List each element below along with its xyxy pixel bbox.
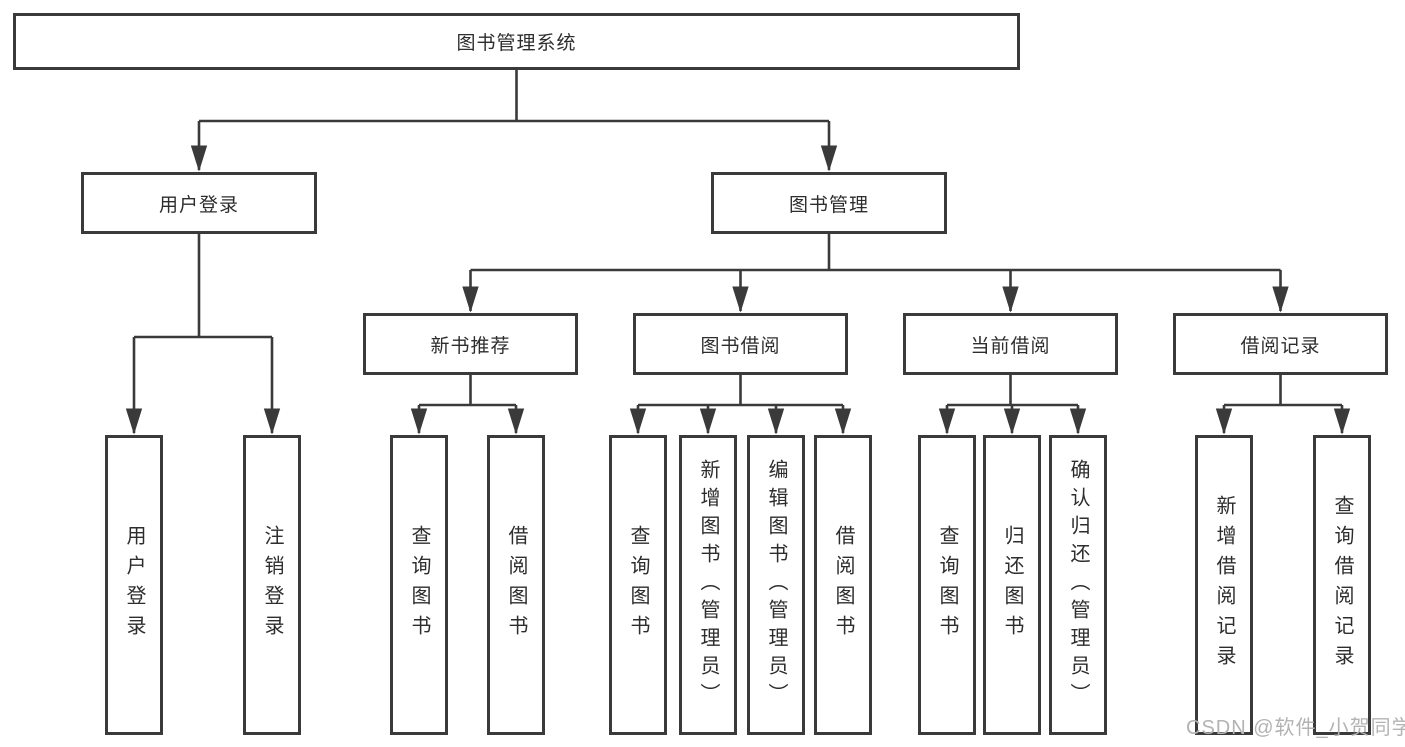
node-leaf-bb-borrow-books: 借阅图书 (814, 435, 872, 735)
node-leaf-bb-edit-books-label: 编辑图书（管理员） (765, 459, 787, 711)
node-leaf-cb-query-books-label: 查询图书 (936, 525, 958, 645)
node-root: 图书管理系统 (13, 13, 1020, 70)
node-new-book-recommendation: 新书推荐 (363, 313, 578, 375)
node-leaf-rec-borrow-books: 借阅图书 (487, 435, 545, 735)
node-leaf-bb-query-books-label: 查询图书 (627, 525, 649, 645)
node-leaf-br-query-record-label: 查询借阅记录 (1331, 495, 1353, 675)
node-leaf-bb-edit-books: 编辑图书（管理员） (747, 435, 805, 735)
node-leaf-bb-borrow-books-label: 借阅图书 (832, 525, 854, 645)
node-borrowing-records-label: 借阅记录 (1240, 335, 1321, 357)
node-borrowing-records: 借阅记录 (1173, 313, 1388, 375)
node-leaf-rec-query-books-label: 查询图书 (408, 525, 430, 645)
node-leaf-cb-return-books-label: 归还图书 (1001, 525, 1023, 645)
node-leaf-rec-query-books: 查询图书 (390, 435, 448, 735)
node-leaf-br-query-record: 查询借阅记录 (1313, 435, 1371, 735)
node-leaf-bb-query-books: 查询图书 (609, 435, 667, 735)
node-leaf-cb-query-books: 查询图书 (918, 435, 976, 735)
node-user-login-label: 用户登录 (158, 194, 239, 216)
node-leaf-logout: 注销登录 (243, 435, 301, 735)
node-leaf-bb-add-books: 新增图书（管理员） (679, 435, 737, 735)
node-leaf-cb-confirm-return: 确认归还（管理员） (1049, 435, 1107, 735)
node-leaf-cb-confirm-return-label: 确认归还（管理员） (1067, 459, 1089, 711)
node-leaf-user-login-label: 用户登录 (123, 525, 145, 645)
csdn-watermark: CSDN @软件_小贺同学 (1186, 717, 1405, 739)
node-book-management: 图书管理 (711, 172, 947, 234)
node-current-borrowing-label: 当前借阅 (970, 335, 1051, 357)
node-book-borrowing-label: 图书借阅 (700, 335, 781, 357)
node-leaf-rec-borrow-books-label: 借阅图书 (505, 525, 527, 645)
node-current-borrowing: 当前借阅 (903, 313, 1118, 375)
node-leaf-bb-add-books-label: 新增图书（管理员） (697, 459, 719, 711)
node-book-management-label: 图书管理 (788, 194, 869, 216)
node-leaf-cb-return-books: 归还图书 (983, 435, 1041, 735)
node-book-borrowing: 图书借阅 (633, 313, 848, 375)
node-leaf-br-add-record-label: 新增借阅记录 (1213, 495, 1235, 675)
node-leaf-logout-label: 注销登录 (261, 525, 283, 645)
node-leaf-br-add-record: 新增借阅记录 (1195, 435, 1253, 735)
node-user-login: 用户登录 (81, 172, 317, 234)
node-leaf-user-login: 用户登录 (105, 435, 163, 735)
node-new-book-recommendation-label: 新书推荐 (430, 335, 511, 357)
node-root-label: 图书管理系统 (456, 33, 577, 54)
